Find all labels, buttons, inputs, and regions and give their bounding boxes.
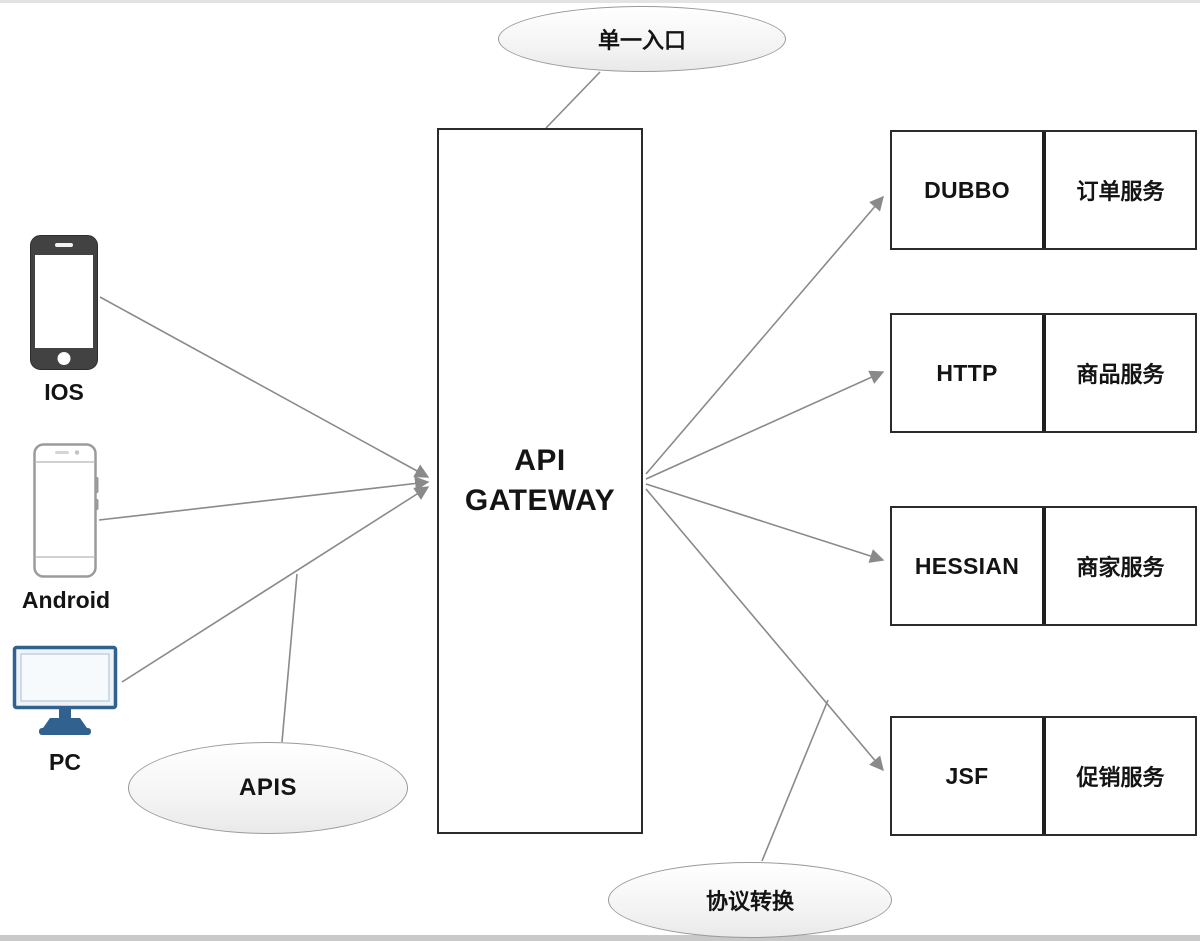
arrow-pc-to-gateway (121, 486, 430, 683)
gateway-title: API GATEWAY (465, 441, 615, 522)
client-pc-label: PC (49, 749, 81, 775)
arrow-gateway-to-hessian (645, 483, 885, 563)
service-box-http: HTTP 商品服务 (890, 313, 1197, 433)
service-box-hessian: HESSIAN 商家服务 (890, 506, 1197, 626)
arrow-gateway-to-http (645, 370, 885, 480)
annotation-entry-ellipse: 单一入口 (498, 6, 786, 72)
gateway-title-line2: GATEWAY (464, 484, 616, 517)
service-box-dubbo: DUBBO 订单服务 (890, 130, 1197, 250)
api-gateway-box: API GATEWAY (437, 128, 643, 834)
service-protocol-label: HTTP (936, 359, 998, 386)
service-protocol-label: HESSIAN (914, 552, 1020, 579)
service-name-label: 订单服务 (1076, 179, 1165, 204)
annotation-apis-label: APIS (238, 774, 297, 801)
client-pc: PC (12, 645, 118, 776)
service-box-jsf: JSF 促销服务 (890, 716, 1197, 836)
service-divider (1042, 315, 1046, 431)
gateway-title-line1: API (514, 443, 566, 477)
client-android-label: Android (21, 587, 111, 613)
service-name-label: 商品服务 (1076, 362, 1165, 387)
annotation-protocol-ellipse: 协议转换 (608, 862, 892, 938)
service-protocol-label: DUBBO (924, 176, 1010, 203)
service-name-label: 促销服务 (1076, 765, 1165, 790)
client-ios-label: IOS (44, 379, 84, 405)
service-divider (1042, 718, 1046, 834)
arrow-gateway-to-dubbo (645, 195, 884, 475)
arrow-gateway-to-jsf (645, 488, 884, 772)
service-protocol-label: JSF (945, 762, 989, 789)
android-phone-icon (33, 443, 99, 578)
top-edge-strip (0, 0, 1200, 3)
line-protocol-to-arrow (761, 699, 829, 862)
service-divider (1042, 132, 1046, 248)
annotation-entry-label: 单一入口 (597, 28, 686, 53)
annotation-protocol-label: 协议转换 (705, 889, 794, 914)
service-divider (1042, 508, 1046, 624)
bottom-edge-strip (0, 935, 1200, 941)
arrow-android-to-gateway (98, 476, 430, 521)
service-name-label: 商家服务 (1076, 555, 1165, 580)
client-android: Android (22, 443, 110, 614)
annotation-apis-ellipse: APIS (128, 742, 408, 834)
line-apis-to-arrow (281, 573, 298, 743)
client-ios: IOS (30, 235, 98, 406)
arrow-ios-to-gateway (99, 296, 430, 478)
line-entry-to-gateway (545, 71, 601, 129)
pc-monitor-icon (12, 645, 118, 735)
ios-phone-icon (30, 235, 98, 370)
